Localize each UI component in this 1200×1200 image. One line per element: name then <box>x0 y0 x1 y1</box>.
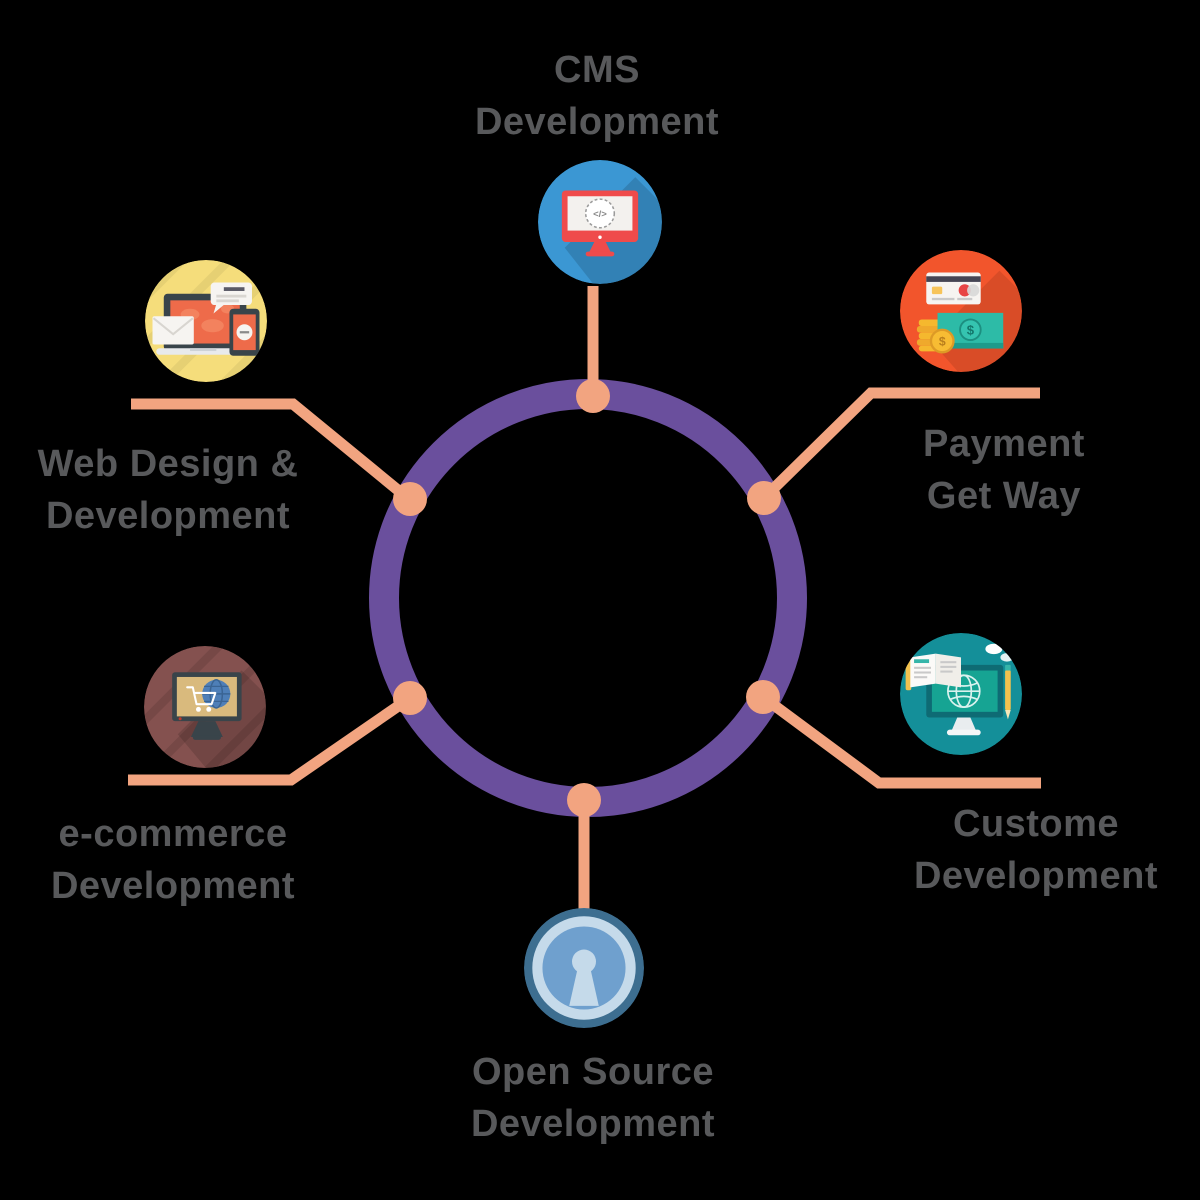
junction-dot-upper-left <box>393 482 427 516</box>
junction-dots <box>393 379 781 817</box>
label-line: Development <box>470 1103 716 1145</box>
credit-card-money-icon: $ $ <box>900 250 1022 372</box>
card-logo-gray-circle <box>967 284 980 297</box>
laptop-base <box>156 348 251 355</box>
pencil-tip <box>1005 709 1011 720</box>
book-right-page <box>935 653 961 688</box>
envelope <box>152 316 194 345</box>
web-design-devices-icon <box>145 260 267 382</box>
card-number-line <box>931 297 955 301</box>
ecommerce-cart-monitor-icon <box>144 646 266 768</box>
coin-stack <box>918 319 942 327</box>
monitor-stand <box>588 242 612 254</box>
junction-dot-lower-left <box>393 681 427 715</box>
banknote-dollar-symbol: $ <box>967 322 975 337</box>
credit-card-stripe <box>926 276 981 282</box>
label-payment-get-way: Payment Get Way <box>854 418 1154 522</box>
connector-lower-right <box>759 692 1041 789</box>
banknote-edge <box>937 342 1004 349</box>
card-logo-red-circle <box>958 284 971 297</box>
label-cms-development: CMS Development <box>397 44 797 148</box>
monitor-base <box>585 251 615 257</box>
label-line: Development <box>45 495 291 537</box>
smartphone <box>229 308 260 356</box>
cloud <box>985 643 1003 655</box>
book-left-page <box>910 653 936 688</box>
pencil-eraser <box>1005 664 1011 672</box>
label-line: Custome <box>952 803 1120 845</box>
front-coin <box>929 328 955 354</box>
junction-dot-lower-right <box>746 680 780 714</box>
monitor-base <box>946 729 981 736</box>
laptop-base-notch <box>190 348 217 352</box>
monitor-stand <box>951 717 977 731</box>
cms-monitor-code-icon: </> <box>538 160 662 284</box>
label-line: e-commerce <box>58 813 288 855</box>
banknote-dollar-circle <box>959 318 982 342</box>
shopping-cart <box>186 686 217 712</box>
label-line: Development <box>50 865 296 907</box>
code-glyph: </> <box>593 209 607 220</box>
label-line: Get Way <box>926 475 1082 517</box>
open-source-keyhole-icon <box>524 908 644 1028</box>
connector-upper-right <box>760 387 1040 502</box>
custom-development-monitor-icon <box>900 633 1022 755</box>
card-number-line <box>957 297 973 301</box>
central-ring <box>369 379 807 817</box>
connector-lower-left <box>128 693 414 786</box>
keyhole-wedge <box>569 968 599 1006</box>
keyhole-circle <box>572 949 596 974</box>
label-custome-development: Custome Development <box>861 798 1200 902</box>
label-line: Web Design & <box>37 443 299 485</box>
monitor-power-light <box>178 717 182 721</box>
junction-dot-top <box>576 379 610 413</box>
monitor-base <box>192 735 221 740</box>
globe-wireframe <box>947 674 981 708</box>
connector-upper-left <box>131 398 414 505</box>
code-badge-circle <box>584 198 616 229</box>
label-ecommerce-development: e-commerce Development <box>3 808 343 912</box>
coin-dollar-symbol: $ <box>939 335 946 349</box>
label-web-design-development: Web Design & Development <box>0 438 336 542</box>
junction-dot-upper-right <box>747 481 781 515</box>
monitor-stand <box>190 721 223 738</box>
globe <box>202 679 231 709</box>
credit-card-chip <box>931 286 943 295</box>
book-header-line <box>914 659 930 664</box>
cloud <box>1000 653 1014 662</box>
book-text-lines <box>914 661 957 679</box>
label-line: Development <box>474 101 720 143</box>
label-line: Open Source <box>472 1051 714 1093</box>
pencil-body <box>1005 670 1011 710</box>
label-line: Development <box>913 855 1159 897</box>
label-line: CMS <box>554 49 640 91</box>
monitor-button <box>598 235 602 239</box>
label-open-source-development: Open Source Development <box>393 1046 793 1150</box>
label-line: Payment <box>923 423 1085 465</box>
junction-dot-bottom <box>567 783 601 817</box>
